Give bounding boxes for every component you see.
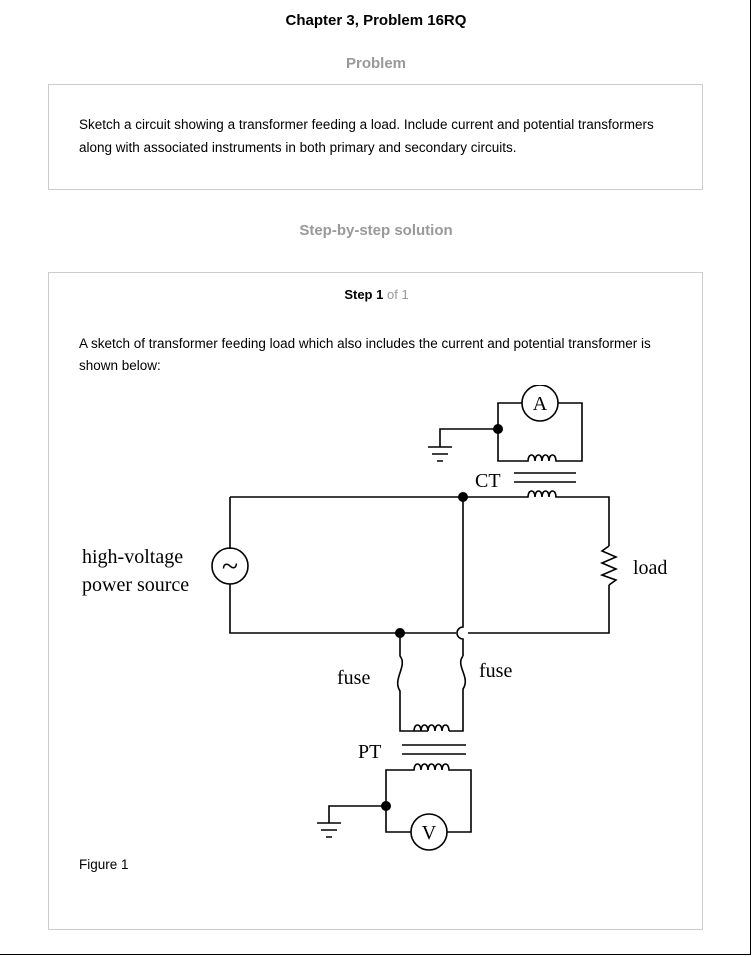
step-number: 1 — [376, 287, 384, 302]
voltmeter-label: V — [422, 822, 437, 844]
junction-top — [458, 492, 468, 502]
load-resistor — [599, 545, 619, 586]
fuse-right — [449, 655, 467, 732]
ammeter-circle — [521, 385, 559, 422]
junction-pt-ground — [381, 801, 391, 811]
voltmeter-left-wire — [385, 806, 411, 833]
ct-ground-symbol — [428, 446, 452, 462]
pt-label: PT — [358, 741, 381, 763]
chapter-title: Chapter 3, Problem 16RQ — [285, 12, 467, 29]
ct-label: CT — [475, 470, 501, 492]
ammeter-left-wire — [497, 402, 522, 429]
fuse-left-label: fuse — [337, 667, 370, 689]
pt-core — [402, 744, 466, 755]
tap-wire — [456, 497, 464, 656]
load-label: load — [633, 557, 667, 579]
circuit-diagram: A V ~ CT PT high-voltage power source lo… — [82, 385, 667, 851]
bottom-right-wire — [400, 585, 610, 634]
ac-symbol: ~ — [222, 550, 238, 583]
step-text: A sketch of transformer feeding load whi… — [79, 336, 651, 373]
solution-card: Step 1 of 1 A sketch of transformer feed… — [48, 272, 703, 930]
ct-ground-wire — [439, 428, 498, 447]
junction-bottom — [395, 628, 405, 638]
pt-ground-wire — [328, 805, 386, 823]
figure-caption: Figure 1 — [79, 857, 129, 872]
ct-primary-coil — [515, 490, 578, 498]
pt-primary-coil — [413, 724, 450, 732]
problem-heading: Problem — [345, 55, 406, 72]
fuse-left — [396, 633, 428, 732]
solution-heading: Step-by-step solution — [299, 222, 453, 239]
step-indicator: Step 1 of 1 — [49, 287, 704, 302]
step-total: of 1 — [386, 287, 409, 302]
source-label-line1: high-voltage — [82, 546, 183, 568]
pt-ground-symbol — [317, 822, 341, 838]
source-label-line2: power source — [82, 574, 189, 596]
junction-ct-ground — [493, 424, 503, 434]
source-circle — [211, 547, 249, 585]
problem-text: Sketch a circuit showing a transformer f… — [79, 117, 654, 155]
ct-secondary-coil — [497, 402, 583, 462]
pt-secondary-coil — [385, 763, 472, 833]
step-word: Step — [344, 287, 373, 302]
left-wire — [229, 497, 400, 634]
problem-card: Sketch a circuit showing a transformer f… — [48, 84, 703, 190]
ct-core — [514, 472, 576, 483]
fuse-right-label: fuse — [479, 660, 512, 682]
top-right-wire — [463, 496, 610, 546]
ammeter-label: A — [533, 393, 548, 415]
voltmeter-circle — [410, 813, 448, 851]
